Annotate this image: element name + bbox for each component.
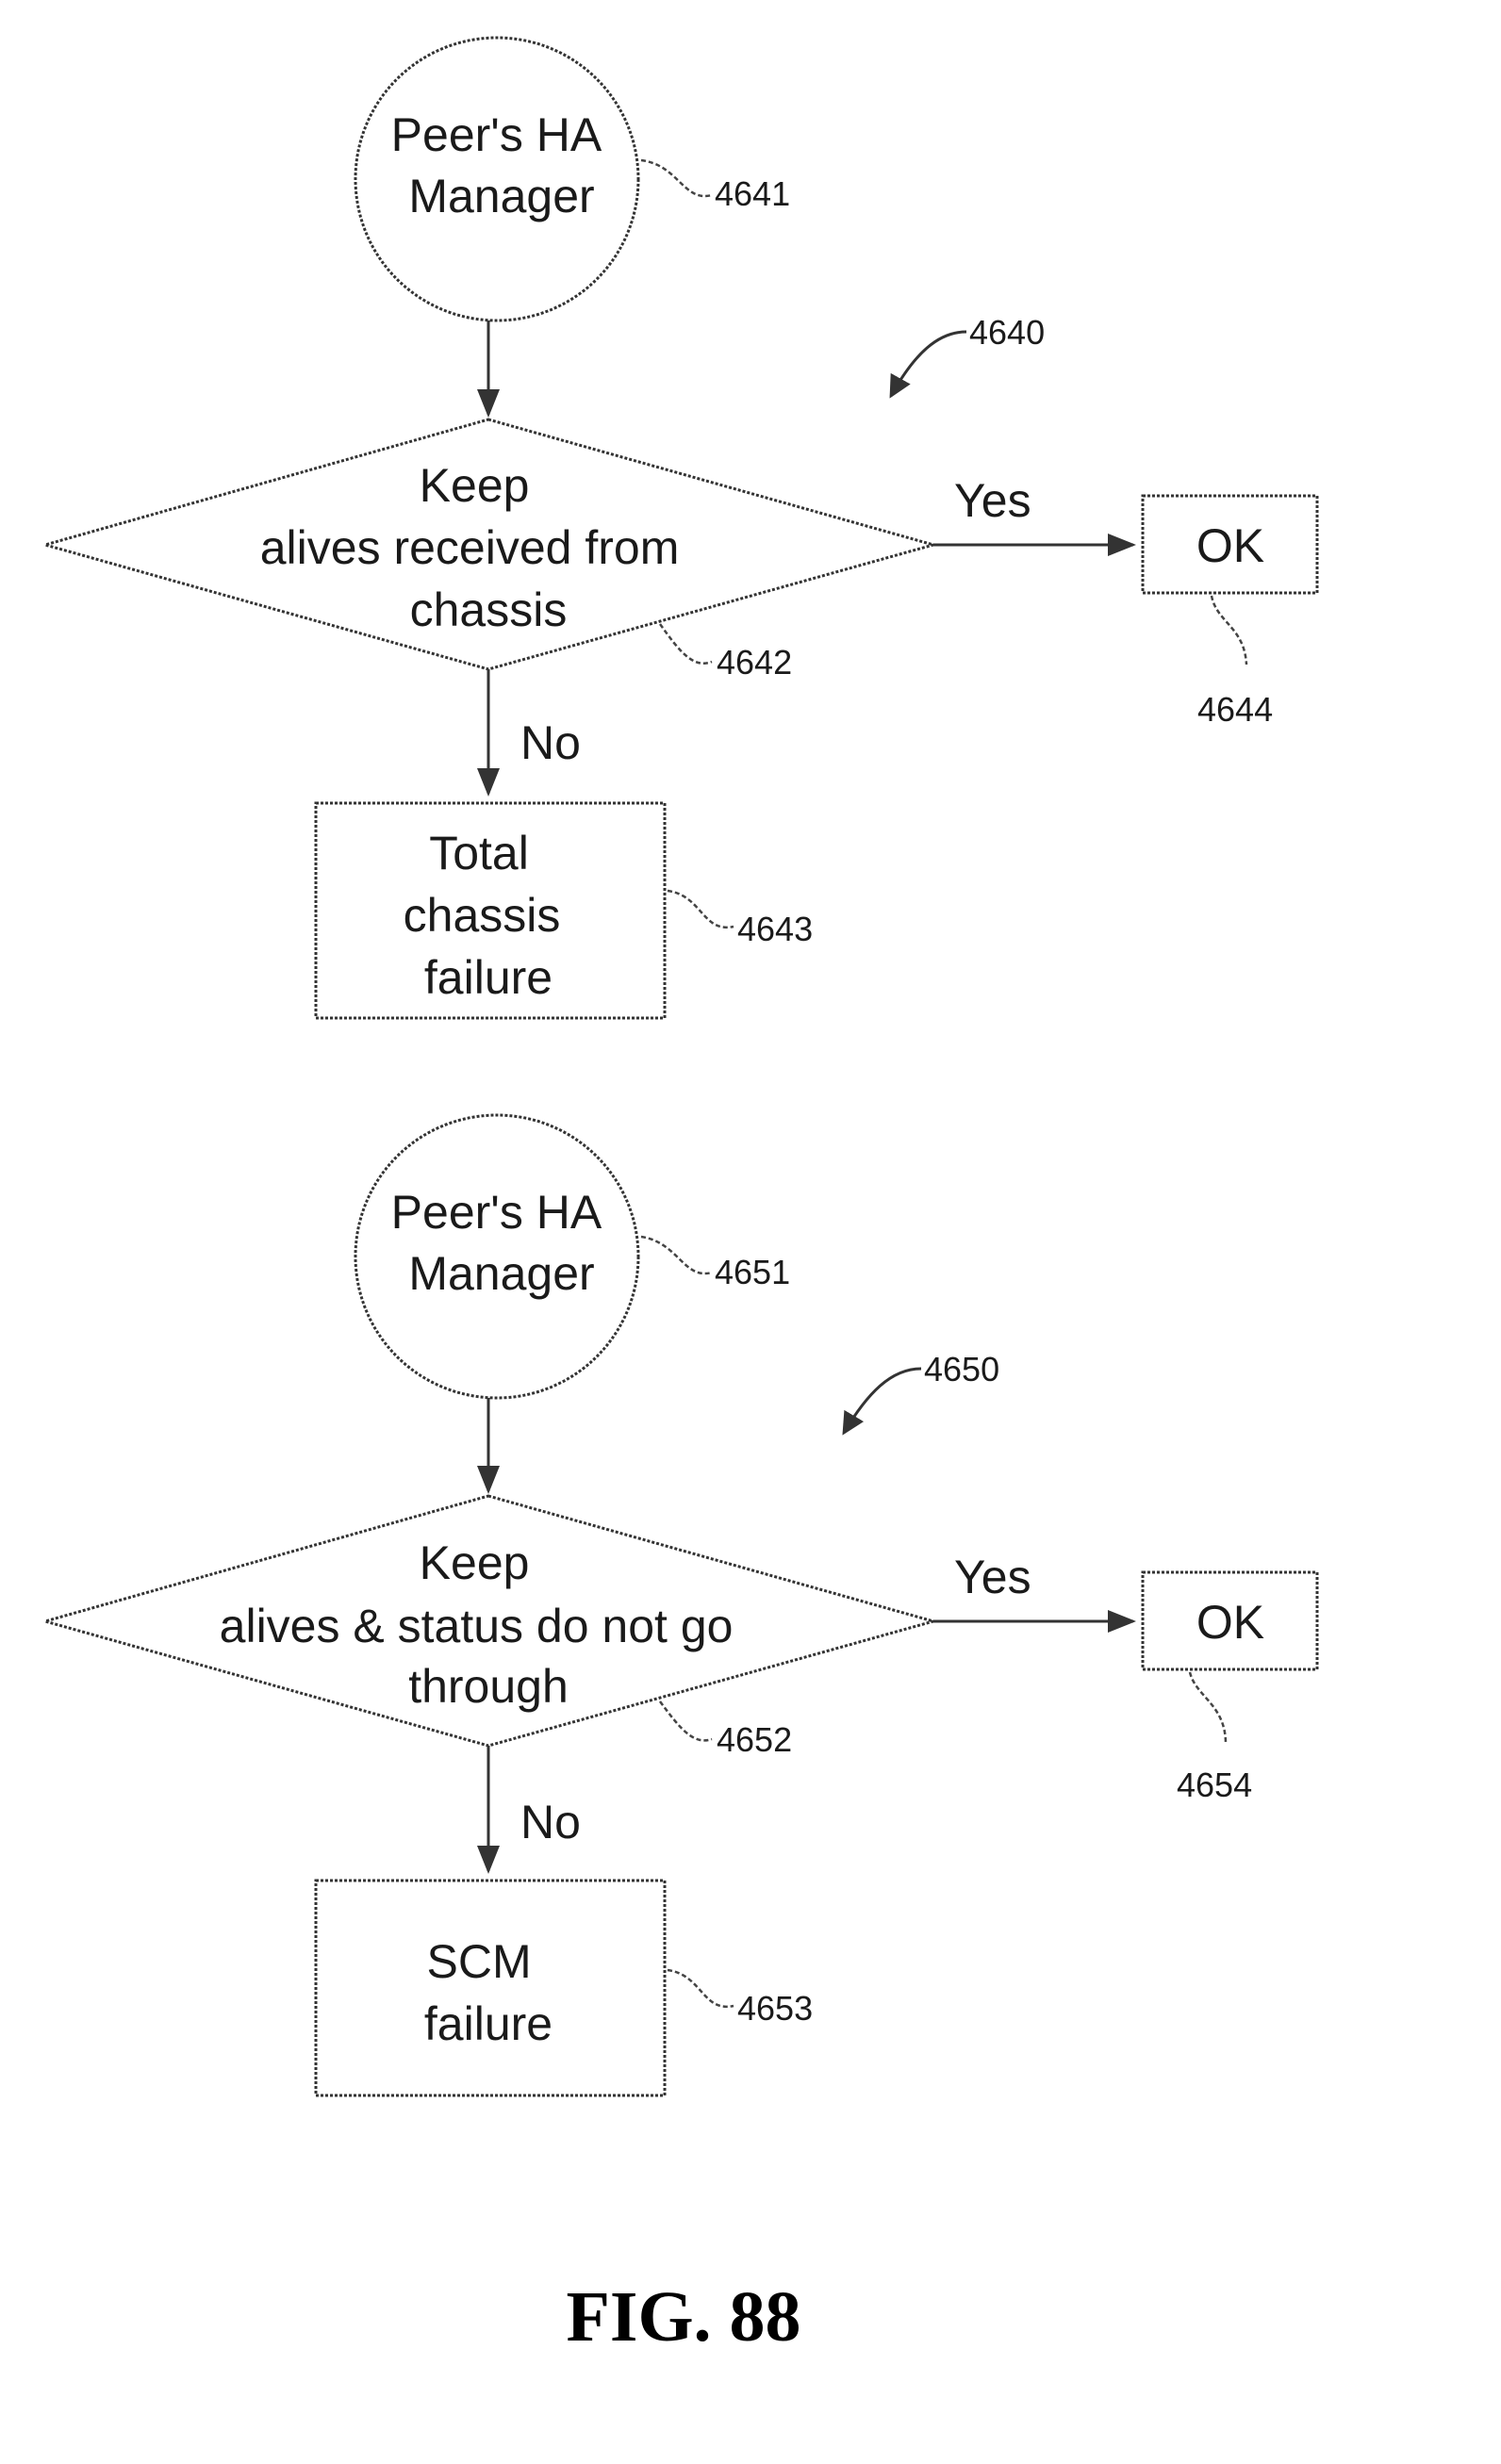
flow-b-ok-label: OK [1196, 1596, 1264, 1649]
flow-a-ok-leader [1212, 596, 1246, 665]
flow-b-ref-arrow [844, 1369, 921, 1433]
flow-b-no-label: No [520, 1796, 581, 1848]
flow-a-ref-arrow [891, 332, 966, 396]
flow-a-ok-ref: 4644 [1197, 690, 1273, 729]
flow-b-failure-leader [668, 1970, 734, 2007]
flow-b-decision-leader [660, 1701, 712, 1740]
flow-b-failure-ref: 4653 [737, 1989, 813, 2028]
flow-b-decision-ref: 4652 [717, 1720, 792, 1759]
flow-b-ok-leader [1190, 1672, 1226, 1744]
flow-b-yes-label: Yes [954, 1551, 1031, 1603]
flow-a-decision-leader [660, 624, 712, 664]
flow-a-start-leader [641, 160, 712, 196]
flow-b-start-leader [641, 1237, 712, 1273]
flow-a: 4640 Peer's HA Manager 4641 Keep alives … [45, 38, 1317, 1018]
flow-b-ref-label: 4650 [924, 1350, 999, 1388]
flow-a-failure-leader [668, 891, 734, 928]
figure-caption: FIG. 88 [566, 2277, 800, 2357]
flow-a-no-label: No [520, 716, 581, 769]
flow-a-ok-label: OK [1196, 519, 1264, 572]
flow-a-failure-ref: 4643 [737, 910, 813, 948]
flow-a-yes-label: Yes [954, 474, 1031, 527]
flow-b-ok-ref: 4654 [1177, 1766, 1252, 1804]
flow-b: 4650 Peer's HA Manager 4651 Keep alives … [45, 1115, 1317, 2095]
flow-b-start-ref: 4651 [715, 1253, 790, 1291]
flow-a-start-ref: 4641 [715, 174, 790, 213]
flow-a-ref-label: 4640 [969, 313, 1045, 352]
flow-b-failure-box [316, 1881, 665, 2095]
flow-a-decision-ref: 4642 [717, 643, 792, 682]
